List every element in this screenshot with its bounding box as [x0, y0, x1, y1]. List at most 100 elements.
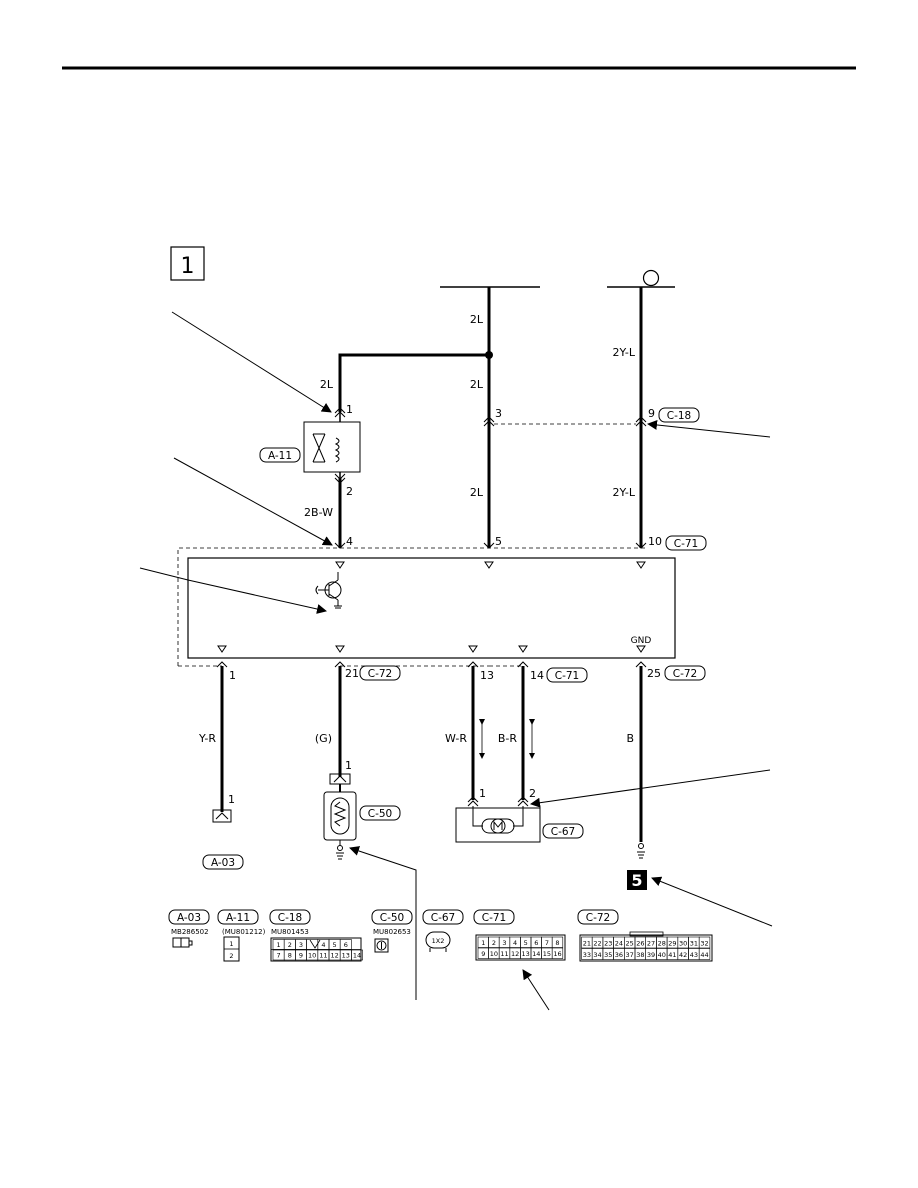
- c71-top-pin-label: 8: [555, 939, 559, 947]
- c72-top-pin-label: 28: [658, 940, 666, 948]
- c71-bottom-pin-label: 10: [490, 950, 498, 958]
- legend-tag-c18: C-18: [278, 912, 302, 924]
- c50-connector-icon: [374, 938, 389, 953]
- pin-ecu-21: 21: [345, 667, 359, 680]
- pin-ecu-13: 13: [480, 669, 494, 682]
- c18-bottom-pin-label: 12: [330, 952, 338, 960]
- c72-bottom-pin-label: 36: [615, 951, 623, 959]
- c71-top-pin-label: 1: [481, 939, 485, 947]
- c71-bottom-pin-label: 15: [543, 950, 551, 958]
- c18-top-pin-label: 3: [299, 941, 303, 949]
- c18-top-pin-label: 5: [333, 941, 337, 949]
- wire-label-2bw: 2B-W: [304, 506, 333, 519]
- c72-bottom-pin-label: 33: [583, 951, 591, 959]
- pin-a11-1: 1: [346, 403, 353, 416]
- pin-c18-3: 3: [495, 407, 502, 420]
- c72-bottom-cell: [698, 948, 711, 960]
- tag-a11: A-11: [268, 450, 292, 462]
- transistor-icon: [315, 572, 342, 609]
- wire-label-2l-top: 2L: [470, 313, 484, 326]
- c71-bottom-pin-label: 13: [522, 950, 530, 958]
- c72-bottom-pin-label: 42: [679, 951, 687, 959]
- c72-top-pin-label: 31: [690, 940, 698, 948]
- a11-connector-icon: 1 2: [223, 936, 240, 962]
- top-circle-marker: [642, 269, 660, 287]
- c18-top-pin-label: 1: [277, 941, 281, 949]
- pin-a11-2: 2: [346, 485, 353, 498]
- tag-c71-top: C-71: [674, 538, 698, 550]
- c72-bottom-pin-label: 38: [636, 951, 644, 959]
- legend-tag-a03: A-03: [177, 912, 201, 924]
- leader-lines: [139, 311, 773, 1011]
- c71-bottom-pin-label: 14: [532, 950, 540, 958]
- pin-c50-1: 1: [345, 759, 352, 772]
- legend-tag-a11: A-11: [226, 912, 250, 924]
- tag-c18: C-18: [667, 410, 691, 422]
- c72-top-cell: [698, 936, 711, 949]
- pin-ecu-25: 25: [647, 667, 661, 680]
- wire-2l-to-relay: [338, 353, 489, 412]
- tag-c71-14: C-71: [555, 670, 579, 682]
- c18-top-cell: [339, 939, 352, 950]
- legend: A-03 A-11 C-18 C-50 C-67 C-71 C-72 MB286…: [168, 909, 713, 962]
- c72-top-pin-label: 26: [636, 940, 644, 948]
- c72-top-pin-label: 25: [626, 940, 634, 948]
- c72-top-pin-label: 27: [647, 940, 655, 948]
- a03-connector-icon: [172, 937, 193, 948]
- ecu-body: [187, 557, 676, 659]
- chevrons-top: [334, 407, 647, 549]
- c18-bottom-pin-label: 14: [353, 952, 361, 960]
- pin-c18-9: 9: [648, 407, 655, 420]
- c18-bottom-pin-label: 9: [299, 952, 303, 960]
- svg-text:5: 5: [631, 871, 642, 890]
- c18-top-pin-label: 6: [344, 941, 348, 949]
- wire-label-yr: Y-R: [198, 732, 216, 745]
- c18-top-pin-label: 2: [288, 941, 292, 949]
- pin-c67-1: 1: [479, 787, 486, 800]
- wire-label-2yl-low: 2Y-L: [612, 486, 635, 499]
- tag-c72-25: C-72: [673, 668, 697, 680]
- c71-bottom-pin-label: 16: [553, 950, 561, 958]
- pin-a03-1: 1: [228, 793, 235, 806]
- c72-bottom-pin-label: 35: [604, 951, 612, 959]
- connector-tag-labels: A-11 C-18 C-71 C-72 C-71 C-72 C-50 C-67 …: [211, 410, 698, 869]
- section-box: 1: [170, 246, 205, 281]
- c18-bottom-pin-label: 7: [277, 952, 281, 960]
- section-number: 1: [181, 254, 195, 279]
- c72-top-pin-label: 29: [668, 940, 676, 948]
- direction-arrows: [479, 719, 535, 759]
- tag-c50: C-50: [368, 808, 392, 820]
- wire-label-wr: W-R: [445, 732, 467, 745]
- c72-top-pin-label: 21: [583, 940, 591, 948]
- c72-bottom-pin-label: 37: [626, 951, 634, 959]
- wire-label-b: B: [626, 732, 634, 745]
- c50-sensor: [323, 773, 357, 860]
- c71-top-cell: [551, 936, 564, 948]
- c18-top-pin-label: 4: [321, 941, 325, 949]
- svg-text:1: 1: [229, 940, 233, 948]
- svg-text:1X2: 1X2: [432, 937, 445, 945]
- c71-bottom-pin-label: 12: [511, 950, 519, 958]
- pin-c67-2: 2: [529, 787, 536, 800]
- c72-top-pin-label: 32: [700, 940, 708, 948]
- legend-part-c18: MU801453: [271, 928, 309, 936]
- ecu-boundary: [177, 547, 646, 666]
- svg-text:2: 2: [229, 952, 233, 960]
- c72-top-pin-label: 24: [615, 940, 623, 948]
- c72-bottom-pin-label: 40: [658, 951, 666, 959]
- wire-label-2l-relay: 2L: [320, 378, 334, 391]
- wire-labels: 2L 2Y-L 2L 2L 2L 2Y-L 2B-W Y-R (G) W-R B…: [198, 313, 636, 745]
- splice-point: [485, 351, 493, 359]
- pin-ecu-10: 10: [648, 535, 662, 548]
- a03-terminal: [212, 809, 232, 823]
- relay-a11: [303, 412, 361, 480]
- legend-tag-c67: C-67: [431, 912, 455, 924]
- c71-top-pin-label: 7: [545, 939, 549, 947]
- ground-point-marker: 5: [627, 870, 647, 890]
- c67-motor: [455, 806, 541, 843]
- c71-bottom-pin-label: 9: [481, 950, 485, 958]
- c71-top-pin-label: 6: [534, 939, 538, 947]
